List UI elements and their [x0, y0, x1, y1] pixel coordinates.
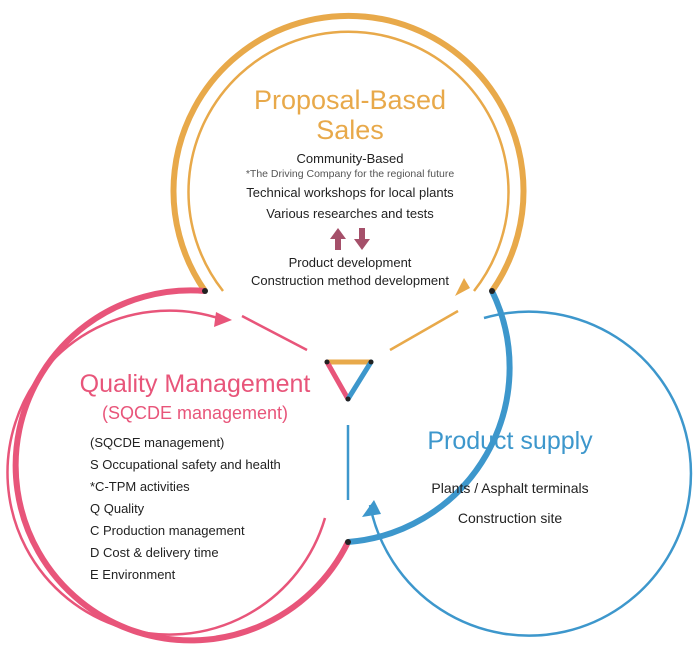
community-based-text: Community-Based: [296, 151, 404, 166]
construction-method-text: Construction method development: [250, 273, 449, 288]
driving-company-note: *The Driving Company for the regional fu…: [245, 168, 455, 180]
triangle-left-edge: [324, 359, 351, 402]
top-lower-right-segment: [389, 309, 459, 352]
junction-dot: [202, 288, 208, 294]
triangle-right-edge: [345, 359, 374, 402]
junction-dot: [489, 288, 495, 294]
top-outer-ring: [170, 12, 527, 293]
junction-dot: [368, 359, 374, 365]
left-upper-right-segment: [241, 314, 308, 352]
sqcde-list-item: Q Quality: [90, 501, 145, 516]
sqcde-list-item: E Environment: [90, 567, 176, 582]
sqcde-list-item: S Occupational safety and health: [90, 457, 281, 472]
top-arrowhead-icon: [455, 278, 470, 296]
product-development-text: Product development: [288, 255, 412, 270]
junction-dot: [345, 396, 351, 402]
construction-site-text: Construction site: [457, 510, 563, 526]
sqcde-list-item: D Cost & delivery time: [90, 545, 219, 560]
right-outer-ring: [347, 289, 513, 545]
plants-terminals-text: Plants / Asphalt terminals: [431, 480, 589, 496]
proposal-sales-title-line1: Proposal-Based: [253, 85, 447, 115]
left-inner-ring: [6, 309, 327, 636]
sqcde-list-item: *C-TPM activities: [90, 479, 190, 494]
left-arrowhead-icon: [214, 312, 232, 327]
sqcde-list-item: (SQCDE management): [90, 435, 225, 450]
junction-dot: [345, 539, 351, 545]
right-arrowhead-icon: [362, 500, 381, 517]
right-inner-ring: [368, 310, 693, 637]
quality-management-title: Quality Management: [79, 370, 311, 398]
left-outer-ring: [12, 287, 351, 644]
top-inner-ring: [187, 30, 510, 292]
quality-management-subtitle: (SQCDE management): [101, 403, 289, 423]
up-arrow-icon: [330, 228, 346, 250]
proposal-sales-title-line2: Sales: [316, 115, 384, 145]
junction-dot: [324, 359, 330, 365]
researches-tests-text: Various researches and tests: [266, 206, 434, 221]
sqcde-list-item: C Production management: [90, 523, 245, 538]
down-arrow-icon: [354, 228, 370, 250]
product-supply-title: Product supply: [427, 427, 593, 455]
technical-workshops-text: Technical workshops for local plants: [246, 185, 454, 200]
